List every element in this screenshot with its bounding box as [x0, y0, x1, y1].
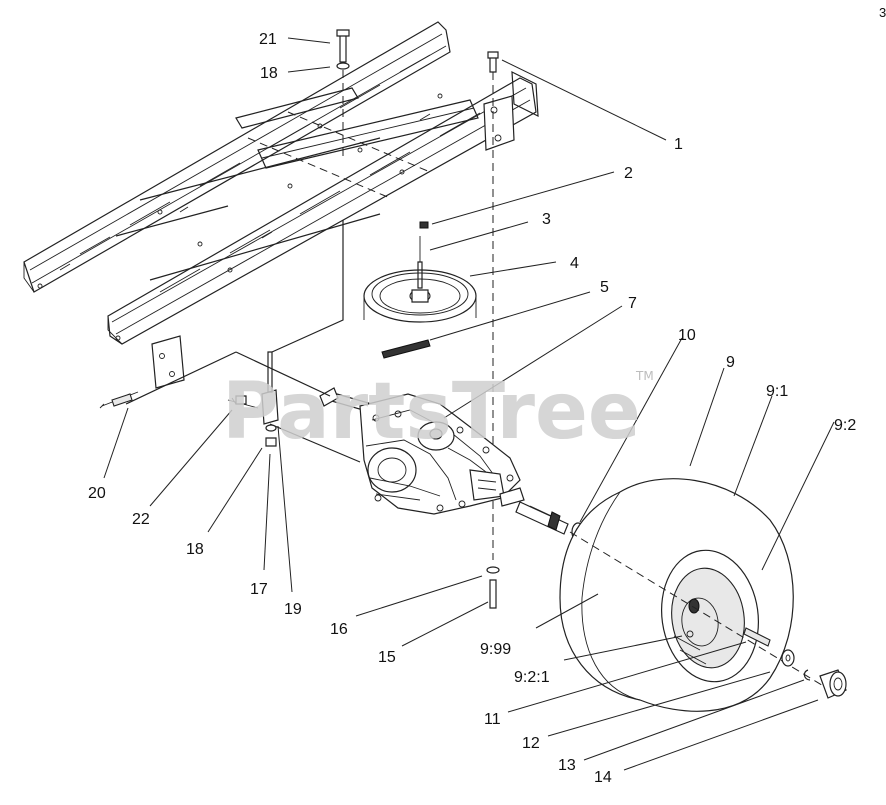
callout-12: 12: [522, 735, 540, 752]
nut-17: [265, 424, 277, 447]
key-11: [743, 627, 771, 647]
watermark-text: PartsTree: [222, 367, 641, 457]
key-5: [381, 339, 431, 359]
callout-labels: 21 18 1 2 3 4 5 7 10 9 9:1 9:2 9:99 9:2:…: [88, 31, 856, 786]
plate-19: [261, 351, 279, 425]
bracket-plate: [151, 335, 185, 389]
pulley-4: [363, 261, 477, 323]
callout-18-bottom: 18: [186, 541, 204, 558]
callout-9-99: 9:99: [480, 641, 511, 658]
callout-22: 22: [132, 511, 150, 528]
callout-20: 20: [88, 485, 106, 502]
callout-3: 3: [542, 211, 551, 228]
washer-16: [486, 566, 500, 574]
callout-19: 19: [284, 601, 302, 618]
callout-16: 16: [330, 621, 348, 638]
callout-17: 17: [250, 581, 268, 598]
callout-10: 10: [678, 327, 696, 344]
rod-20: [99, 391, 139, 409]
callout-9: 9: [726, 354, 735, 371]
wheel-9: [559, 478, 794, 712]
ring-13: [803, 669, 811, 681]
key-2: [419, 221, 429, 229]
transaxle-7: [319, 387, 569, 535]
callout-5: 5: [600, 279, 609, 296]
callout-14: 14: [594, 769, 612, 786]
callout-7: 7: [628, 295, 637, 312]
callout-9-2: 9:2: [834, 417, 856, 434]
bolt-21: [336, 29, 350, 63]
watermark-tm: TM: [635, 369, 654, 383]
link-line-b: [125, 351, 237, 405]
callout-4: 4: [570, 255, 579, 272]
callout-18-top: 18: [260, 65, 278, 82]
washer-12: [781, 649, 795, 667]
bolt-15: [489, 579, 497, 609]
callout-9-2-1: 9:2:1: [514, 669, 550, 686]
link-line-c: [269, 423, 361, 463]
callout-21: 21: [259, 31, 277, 48]
callout-2: 2: [624, 165, 633, 182]
bolt-1: [487, 51, 499, 73]
link-line-a: [235, 351, 331, 397]
callout-13: 13: [558, 757, 576, 774]
callout-1: 1: [674, 136, 683, 153]
corner-mark: 3: [879, 5, 886, 20]
bolt-21-drop: [271, 220, 344, 353]
callout-15: 15: [378, 649, 396, 666]
washer-18-top: [336, 62, 350, 70]
link-22: [227, 395, 259, 409]
leader-lines: [103, 37, 835, 771]
callout-11: 11: [484, 711, 501, 728]
callout-9-1: 9:1: [766, 383, 788, 400]
frame-rails: [23, 21, 539, 345]
cap-14: [819, 669, 847, 699]
watermark: PartsTree TM: [222, 367, 654, 457]
